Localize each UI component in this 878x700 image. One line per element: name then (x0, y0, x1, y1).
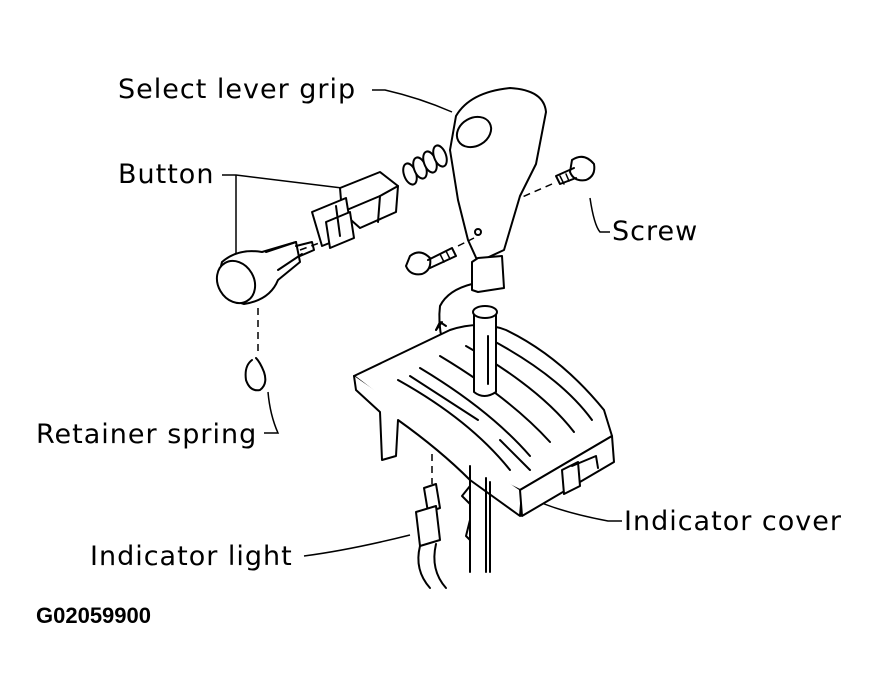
lever-shaft (472, 305, 498, 397)
lower-bracket (461, 465, 491, 573)
label-retainer-spring: Retainer spring (36, 419, 257, 450)
figure-code: G02059900 (36, 603, 151, 628)
label-button: Button (118, 159, 214, 190)
indicator-light-part (415, 454, 447, 589)
indicator-cover-part (353, 321, 615, 517)
coil-spring (402, 144, 448, 186)
select-lever-grip-part (449, 87, 547, 293)
label-select-lever-grip: Select lever grip (118, 74, 356, 105)
screw-right (519, 155, 596, 199)
label-indicator-light: Indicator light (90, 541, 293, 572)
label-screw: Screw (612, 216, 698, 247)
button-knob (215, 241, 315, 305)
leader-lines (222, 89, 622, 557)
retainer-spring-clip (244, 308, 267, 392)
screw-left (405, 237, 475, 276)
label-indicator-cover: Indicator cover (624, 506, 842, 537)
button-part (311, 171, 399, 249)
